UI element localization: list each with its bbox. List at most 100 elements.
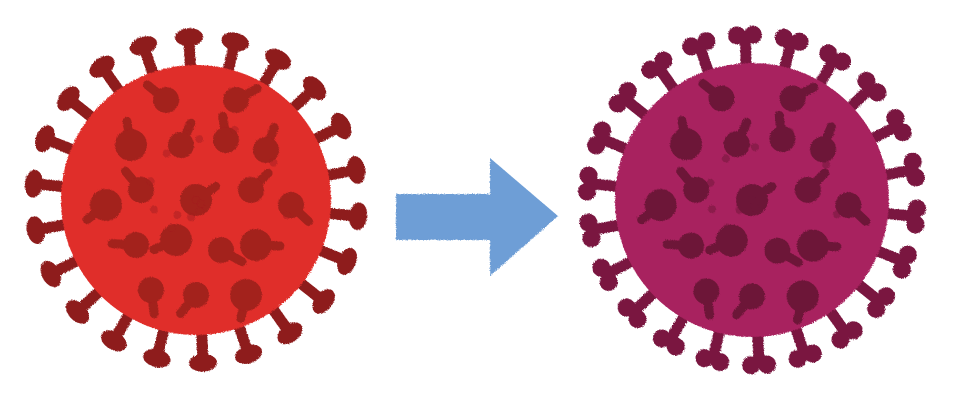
spike-head xyxy=(35,125,55,153)
spot-dot xyxy=(750,143,759,152)
spike-head xyxy=(886,108,905,127)
spot xyxy=(278,192,304,218)
spike-head xyxy=(608,94,627,113)
spot-dot xyxy=(195,207,204,216)
spike-head xyxy=(774,28,793,47)
spike-head xyxy=(844,321,863,340)
spike-head xyxy=(903,152,922,171)
arrow-right-icon xyxy=(396,158,558,276)
spike-head xyxy=(24,169,43,198)
spot xyxy=(810,136,837,163)
spot-dot xyxy=(744,207,753,216)
spot-dot xyxy=(195,135,204,144)
spike-head xyxy=(727,26,746,45)
spike-head xyxy=(867,299,886,318)
spot-dot xyxy=(750,203,759,212)
spike-head xyxy=(579,213,598,232)
spot xyxy=(168,132,194,158)
spike-head xyxy=(302,76,327,100)
spike-head xyxy=(803,344,822,363)
spot xyxy=(253,137,279,163)
spot xyxy=(238,177,264,203)
spot-dot xyxy=(821,160,830,169)
spot-dot xyxy=(187,213,196,222)
spot xyxy=(693,278,720,305)
spike-head xyxy=(654,51,673,70)
spike-head xyxy=(697,32,716,51)
spot-dot xyxy=(173,210,182,219)
spike-head xyxy=(833,52,852,71)
spot-dot xyxy=(739,122,748,131)
spot-dot xyxy=(146,177,155,186)
arrow-shape xyxy=(396,158,558,276)
spike-head xyxy=(337,247,357,275)
spike-head xyxy=(582,229,601,248)
spike-head xyxy=(331,112,352,140)
spike-head xyxy=(711,353,730,372)
spot xyxy=(644,189,677,222)
spike-head xyxy=(57,86,80,111)
spike-head xyxy=(695,349,714,368)
spot-dot xyxy=(183,122,192,131)
spike-head xyxy=(40,260,61,288)
spike-head xyxy=(221,32,249,52)
spot-dot xyxy=(162,149,171,158)
spike-head xyxy=(743,25,762,44)
spot xyxy=(138,277,164,303)
spot xyxy=(683,176,710,203)
spike-head xyxy=(617,298,636,317)
spike-head xyxy=(578,182,597,201)
spot-dot xyxy=(150,205,159,214)
spot xyxy=(230,279,262,311)
spike-head xyxy=(129,36,157,56)
spike-head xyxy=(831,330,850,349)
spike-head xyxy=(892,260,911,279)
spike-head xyxy=(592,258,611,277)
spike-head xyxy=(877,287,896,306)
spot xyxy=(796,229,829,262)
spike-head xyxy=(790,32,809,51)
spot xyxy=(779,85,806,112)
spike-head xyxy=(652,329,671,348)
spike-head xyxy=(312,289,335,314)
spot xyxy=(708,85,735,112)
spike-head xyxy=(89,55,115,78)
spot-dot xyxy=(196,199,205,208)
spike-head xyxy=(906,215,925,234)
virus-original xyxy=(24,28,368,372)
spot xyxy=(794,176,821,203)
spot-dot xyxy=(706,178,715,187)
spike-head xyxy=(593,121,612,140)
spike-head xyxy=(788,349,807,368)
spot xyxy=(678,232,705,259)
spike-head xyxy=(906,168,925,187)
spike-head xyxy=(857,71,876,90)
spike-head xyxy=(65,300,90,324)
spike-head xyxy=(666,337,685,356)
spike-head xyxy=(641,60,660,79)
spike-head xyxy=(100,330,127,352)
spot xyxy=(835,192,862,219)
spot xyxy=(208,237,234,263)
spike-head xyxy=(819,44,838,63)
spike-head xyxy=(265,48,292,70)
spike-head xyxy=(346,156,366,184)
spike-head xyxy=(893,123,912,142)
spot xyxy=(115,129,147,161)
spot xyxy=(183,282,209,308)
spot xyxy=(670,128,703,161)
spike-head xyxy=(587,136,606,155)
spike-head xyxy=(175,28,204,47)
spike-head xyxy=(868,83,887,102)
spot xyxy=(739,283,765,310)
spot-dot xyxy=(269,158,278,167)
spot xyxy=(723,131,750,158)
spot-dot xyxy=(282,211,291,220)
spot-dot xyxy=(785,127,794,136)
spike-head xyxy=(579,166,598,185)
spot xyxy=(160,224,192,256)
spot-dot xyxy=(832,210,841,219)
spike-head xyxy=(599,273,618,292)
spot-dot xyxy=(230,125,239,134)
spot xyxy=(786,280,819,313)
